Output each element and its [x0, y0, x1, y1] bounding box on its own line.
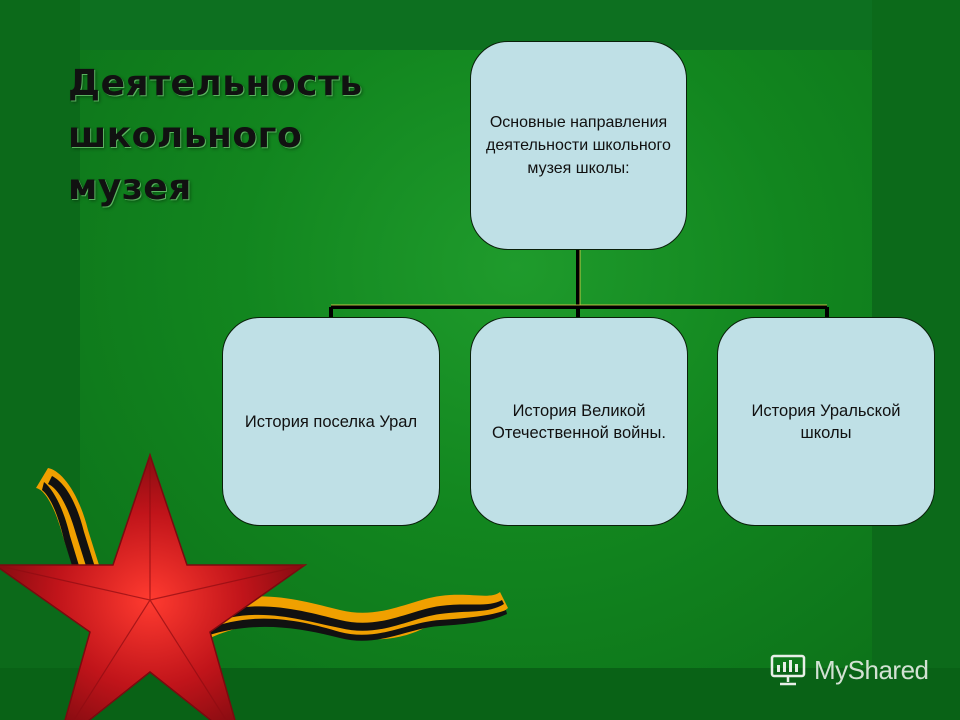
child-node-label: История Уральской школы: [751, 401, 901, 442]
title-line-1: Деятельность: [68, 63, 363, 104]
red-star-icon: [0, 452, 308, 720]
watermark-text: MyShared: [814, 654, 929, 685]
top-band: [0, 0, 960, 50]
child-node-label: История поселка Урал: [244, 412, 418, 431]
ribbon-right-wave: [200, 592, 508, 641]
diagram-child-node: История поселка Урал: [222, 317, 440, 526]
root-node-label: Основные направления деятельности школьн…: [486, 114, 671, 177]
title-line-3: музея: [68, 167, 192, 208]
child-node-label: История Великой Отечественной войны.: [492, 401, 666, 442]
diagram-child-node: История Уральской школы: [717, 317, 935, 526]
diagram-child-node: История Великой Отечественной войны.: [470, 317, 688, 526]
watermark: MyShared: [768, 652, 929, 688]
diagram-root-node: Основные направления деятельности школьн…: [470, 41, 687, 250]
title-line-2: школьного: [68, 115, 303, 156]
presentation-icon: [770, 654, 806, 686]
page-title: Деятельность школьного музея: [68, 58, 363, 214]
